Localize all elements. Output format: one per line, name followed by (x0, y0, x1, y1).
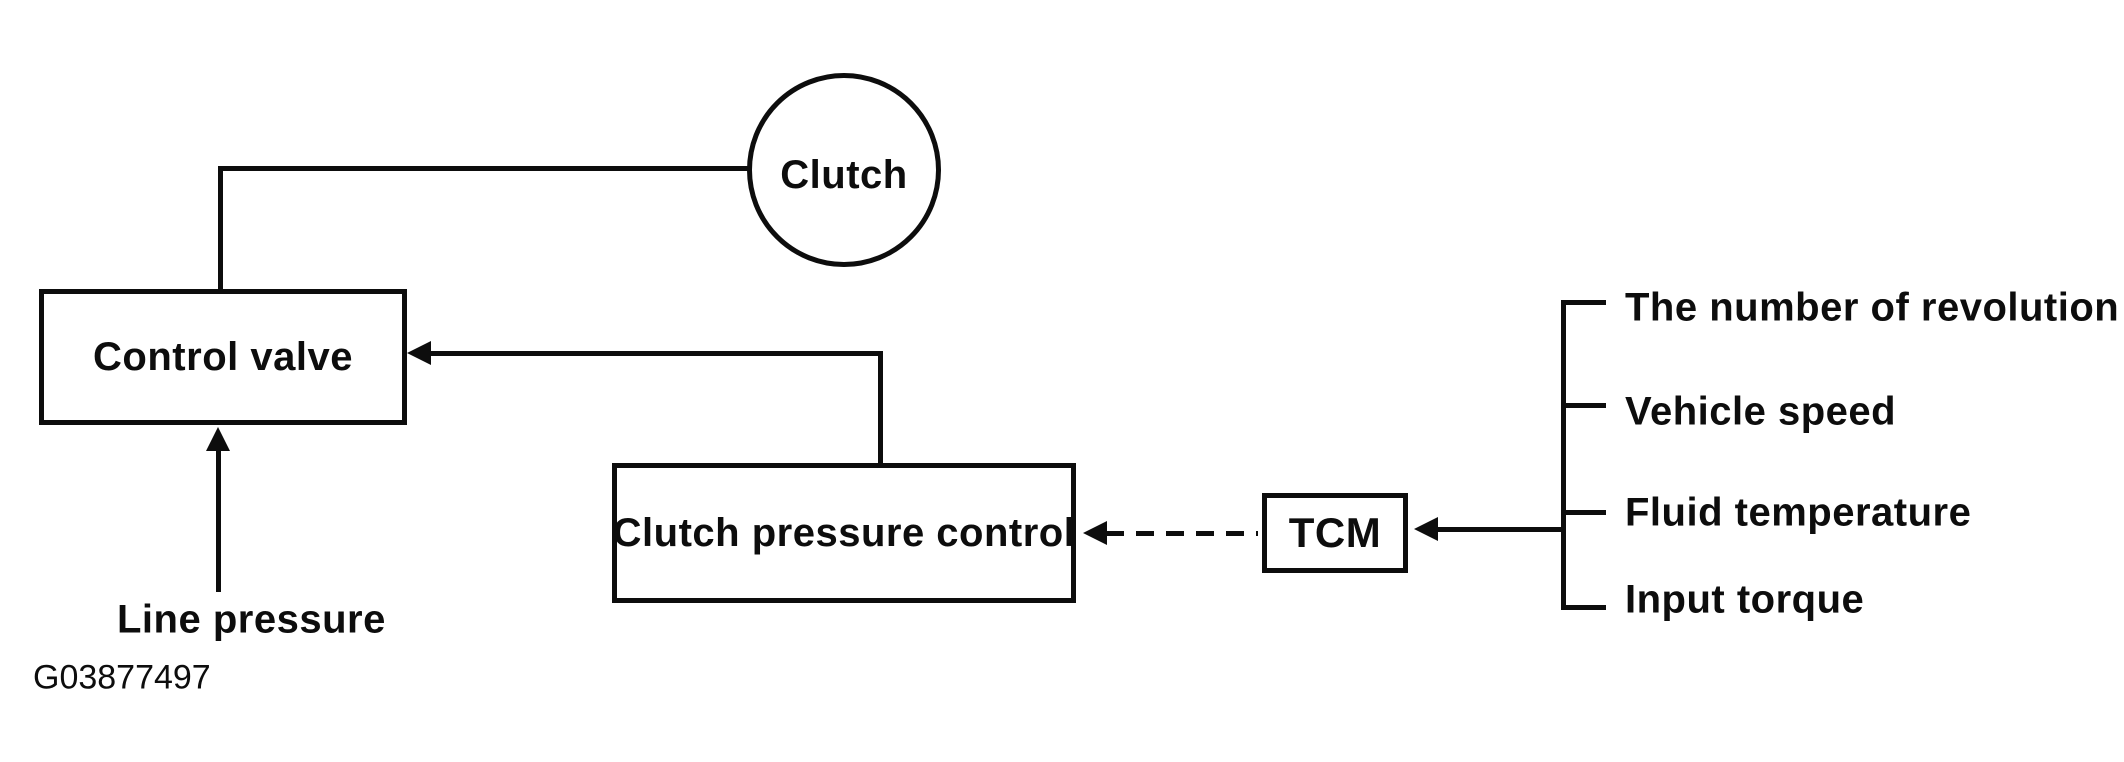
control-valve-node: Control valve (39, 289, 407, 425)
cpc-to-valve-arrowhead-icon (407, 341, 431, 365)
valve-to-clutch-line-vertical (218, 166, 223, 291)
clutch-pressure-control-node-label: Clutch pressure control (612, 510, 1076, 555)
input-label-number-of-revolution: The number of revolution (1625, 285, 2120, 330)
inputs-bracket-tick-revolution (1561, 300, 1606, 305)
valve-to-clutch-line-horizontal (218, 166, 752, 171)
clutch-node-label: Clutch (780, 152, 908, 197)
input-label-input-torque: Input torque (1625, 577, 1865, 622)
tcm-to-cpc-arrowhead-icon (1083, 521, 1107, 545)
inputs-to-tcm-arrowhead-icon (1414, 517, 1438, 541)
clutch-pressure-control-node: Clutch pressure control (612, 463, 1076, 603)
input-label-fluid-temperature: Fluid temperature (1625, 490, 1972, 535)
inputs-bracket-tick-vehicle-speed (1561, 403, 1606, 408)
inputs-bracket-tick-fluid-temperature (1561, 510, 1606, 515)
line-pressure-label: Line pressure (117, 597, 386, 642)
inputs-bracket-line (1561, 300, 1566, 610)
line-pressure-arrowhead-icon (206, 427, 230, 451)
control-valve-node-label: Control valve (93, 334, 353, 379)
line-pressure-arrow-line (216, 450, 221, 592)
cpc-to-valve-line-vertical (878, 351, 883, 465)
figure-id-label: G03877497 (33, 658, 211, 697)
input-label-vehicle-speed: Vehicle speed (1625, 389, 1897, 434)
clutch-node: Clutch (747, 73, 941, 267)
inputs-to-tcm-arrow-line (1438, 527, 1565, 532)
inputs-bracket-tick-input-torque (1561, 605, 1606, 610)
tcm-node-label: TCM (1288, 509, 1382, 556)
tcm-node: TCM (1262, 493, 1408, 573)
tcm-to-cpc-dashed-line (1106, 531, 1258, 536)
cpc-to-valve-line-horizontal (428, 351, 883, 356)
